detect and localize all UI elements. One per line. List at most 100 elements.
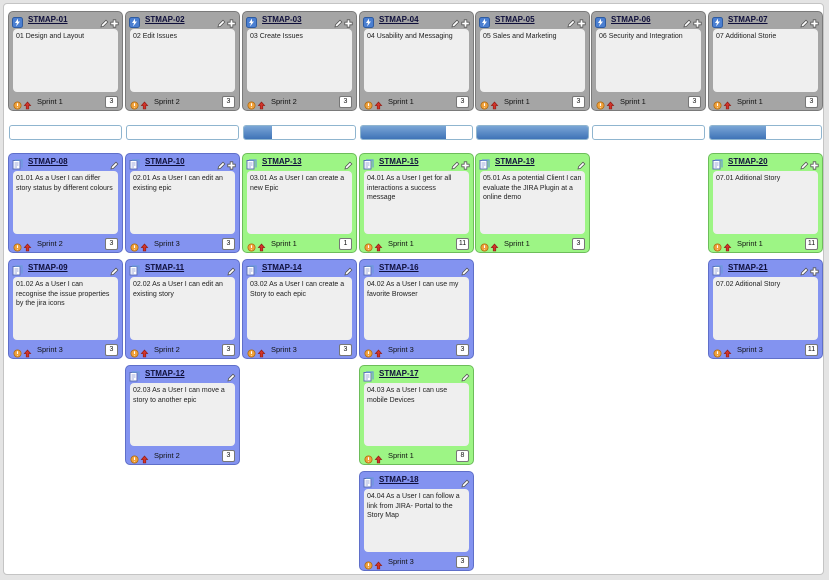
status-icon <box>257 97 266 110</box>
issue-key-link[interactable]: STMAP-20 <box>728 157 768 166</box>
pencil-icon[interactable] <box>577 157 586 170</box>
priority-icon <box>596 97 605 110</box>
story-card[interactable]: STMAP-13 03.01 As a User I can create a n… <box>242 153 357 253</box>
issue-key-link[interactable]: STMAP-21 <box>728 263 768 272</box>
pencil-icon[interactable] <box>344 157 353 170</box>
status-icon <box>374 345 383 358</box>
pencil-icon[interactable] <box>461 369 470 382</box>
issue-key-link[interactable]: STMAP-09 <box>28 263 68 272</box>
pencil-icon[interactable] <box>110 263 119 276</box>
issue-summary: 07.02 Aditional Story <box>713 277 818 340</box>
card-header: STMAP-13 <box>245 156 354 170</box>
story-points-badge: 3 <box>456 556 469 568</box>
plus-icon[interactable] <box>693 15 702 28</box>
pencil-icon[interactable] <box>683 15 692 28</box>
plus-icon[interactable] <box>810 263 819 276</box>
pencil-icon[interactable] <box>800 263 809 276</box>
story-points-badge: 3 <box>339 96 352 108</box>
issue-key-link[interactable]: STMAP-06 <box>611 15 651 24</box>
plus-icon[interactable] <box>227 15 236 28</box>
issue-key-link[interactable]: STMAP-17 <box>379 369 419 378</box>
story-icon <box>129 263 140 276</box>
pencil-icon[interactable] <box>227 263 236 276</box>
story-points-badge: 11 <box>805 238 818 250</box>
issue-key-link[interactable]: STMAP-05 <box>495 15 535 24</box>
issue-key-link[interactable]: STMAP-12 <box>145 369 185 378</box>
status-icon <box>374 97 383 110</box>
pencil-icon[interactable] <box>451 157 460 170</box>
plus-icon[interactable] <box>344 15 353 28</box>
issue-summary: 07.01 Aditional Story <box>713 171 818 234</box>
plus-icon[interactable] <box>810 15 819 28</box>
issue-key-link[interactable]: STMAP-15 <box>379 157 419 166</box>
pencil-icon[interactable] <box>100 15 109 28</box>
plus-icon[interactable] <box>110 15 119 28</box>
issue-summary: 03.01 As a User I can create a new Epic <box>247 171 352 234</box>
story-points-badge: 3 <box>339 344 352 356</box>
pencil-icon[interactable] <box>217 15 226 28</box>
issue-key-link[interactable]: STMAP-13 <box>262 157 302 166</box>
pencil-icon[interactable] <box>451 15 460 28</box>
plus-icon[interactable] <box>227 157 236 170</box>
priority-icon <box>364 239 373 252</box>
plus-icon[interactable] <box>810 157 819 170</box>
card-header: STMAP-02 <box>128 14 237 28</box>
epic-lightning-icon <box>595 15 606 28</box>
pencil-icon[interactable] <box>227 369 236 382</box>
issue-summary: 07 Additional Storie <box>713 29 818 92</box>
issue-summary: 02.01 As a User I can edit an existing e… <box>130 171 235 234</box>
plus-icon[interactable] <box>577 15 586 28</box>
issue-key-link[interactable]: STMAP-08 <box>28 157 68 166</box>
story-card[interactable]: STMAP-19 05.01 As a potential Client I ca… <box>475 153 590 253</box>
plus-icon[interactable] <box>461 157 470 170</box>
plus-icon[interactable] <box>461 15 470 28</box>
priority-icon <box>713 97 722 110</box>
pencil-icon[interactable] <box>461 475 470 488</box>
pencil-icon[interactable] <box>217 157 226 170</box>
issue-key-link[interactable]: STMAP-07 <box>728 15 768 24</box>
issue-key-link[interactable]: STMAP-01 <box>28 15 68 24</box>
pencil-icon[interactable] <box>461 263 470 276</box>
pencil-icon[interactable] <box>110 157 119 170</box>
progress-fill <box>361 126 447 139</box>
pencil-icon[interactable] <box>344 263 353 276</box>
issue-key-link[interactable]: STMAP-16 <box>379 263 419 272</box>
issue-key-link[interactable]: STMAP-18 <box>379 475 419 484</box>
issue-summary: 05.01 As a potential Client I can evalua… <box>480 171 585 234</box>
issue-key-link[interactable]: STMAP-03 <box>262 15 302 24</box>
story-points-badge: 3 <box>105 344 118 356</box>
pencil-icon[interactable] <box>800 157 809 170</box>
story-card[interactable]: STMAP-10 02.01 As a User I can edit an ex… <box>125 153 240 253</box>
issue-key-link[interactable]: STMAP-14 <box>262 263 302 272</box>
issue-key-link[interactable]: STMAP-10 <box>145 157 185 166</box>
issue-key-link[interactable]: STMAP-19 <box>495 157 535 166</box>
pencil-icon[interactable] <box>334 15 343 28</box>
issue-key-link[interactable]: STMAP-04 <box>379 15 419 24</box>
status-icon <box>374 451 383 464</box>
issue-key-link[interactable]: STMAP-02 <box>145 15 185 24</box>
issue-key-link[interactable]: STMAP-11 <box>145 263 185 272</box>
pencil-icon[interactable] <box>800 15 809 28</box>
pencil-icon[interactable] <box>567 15 576 28</box>
